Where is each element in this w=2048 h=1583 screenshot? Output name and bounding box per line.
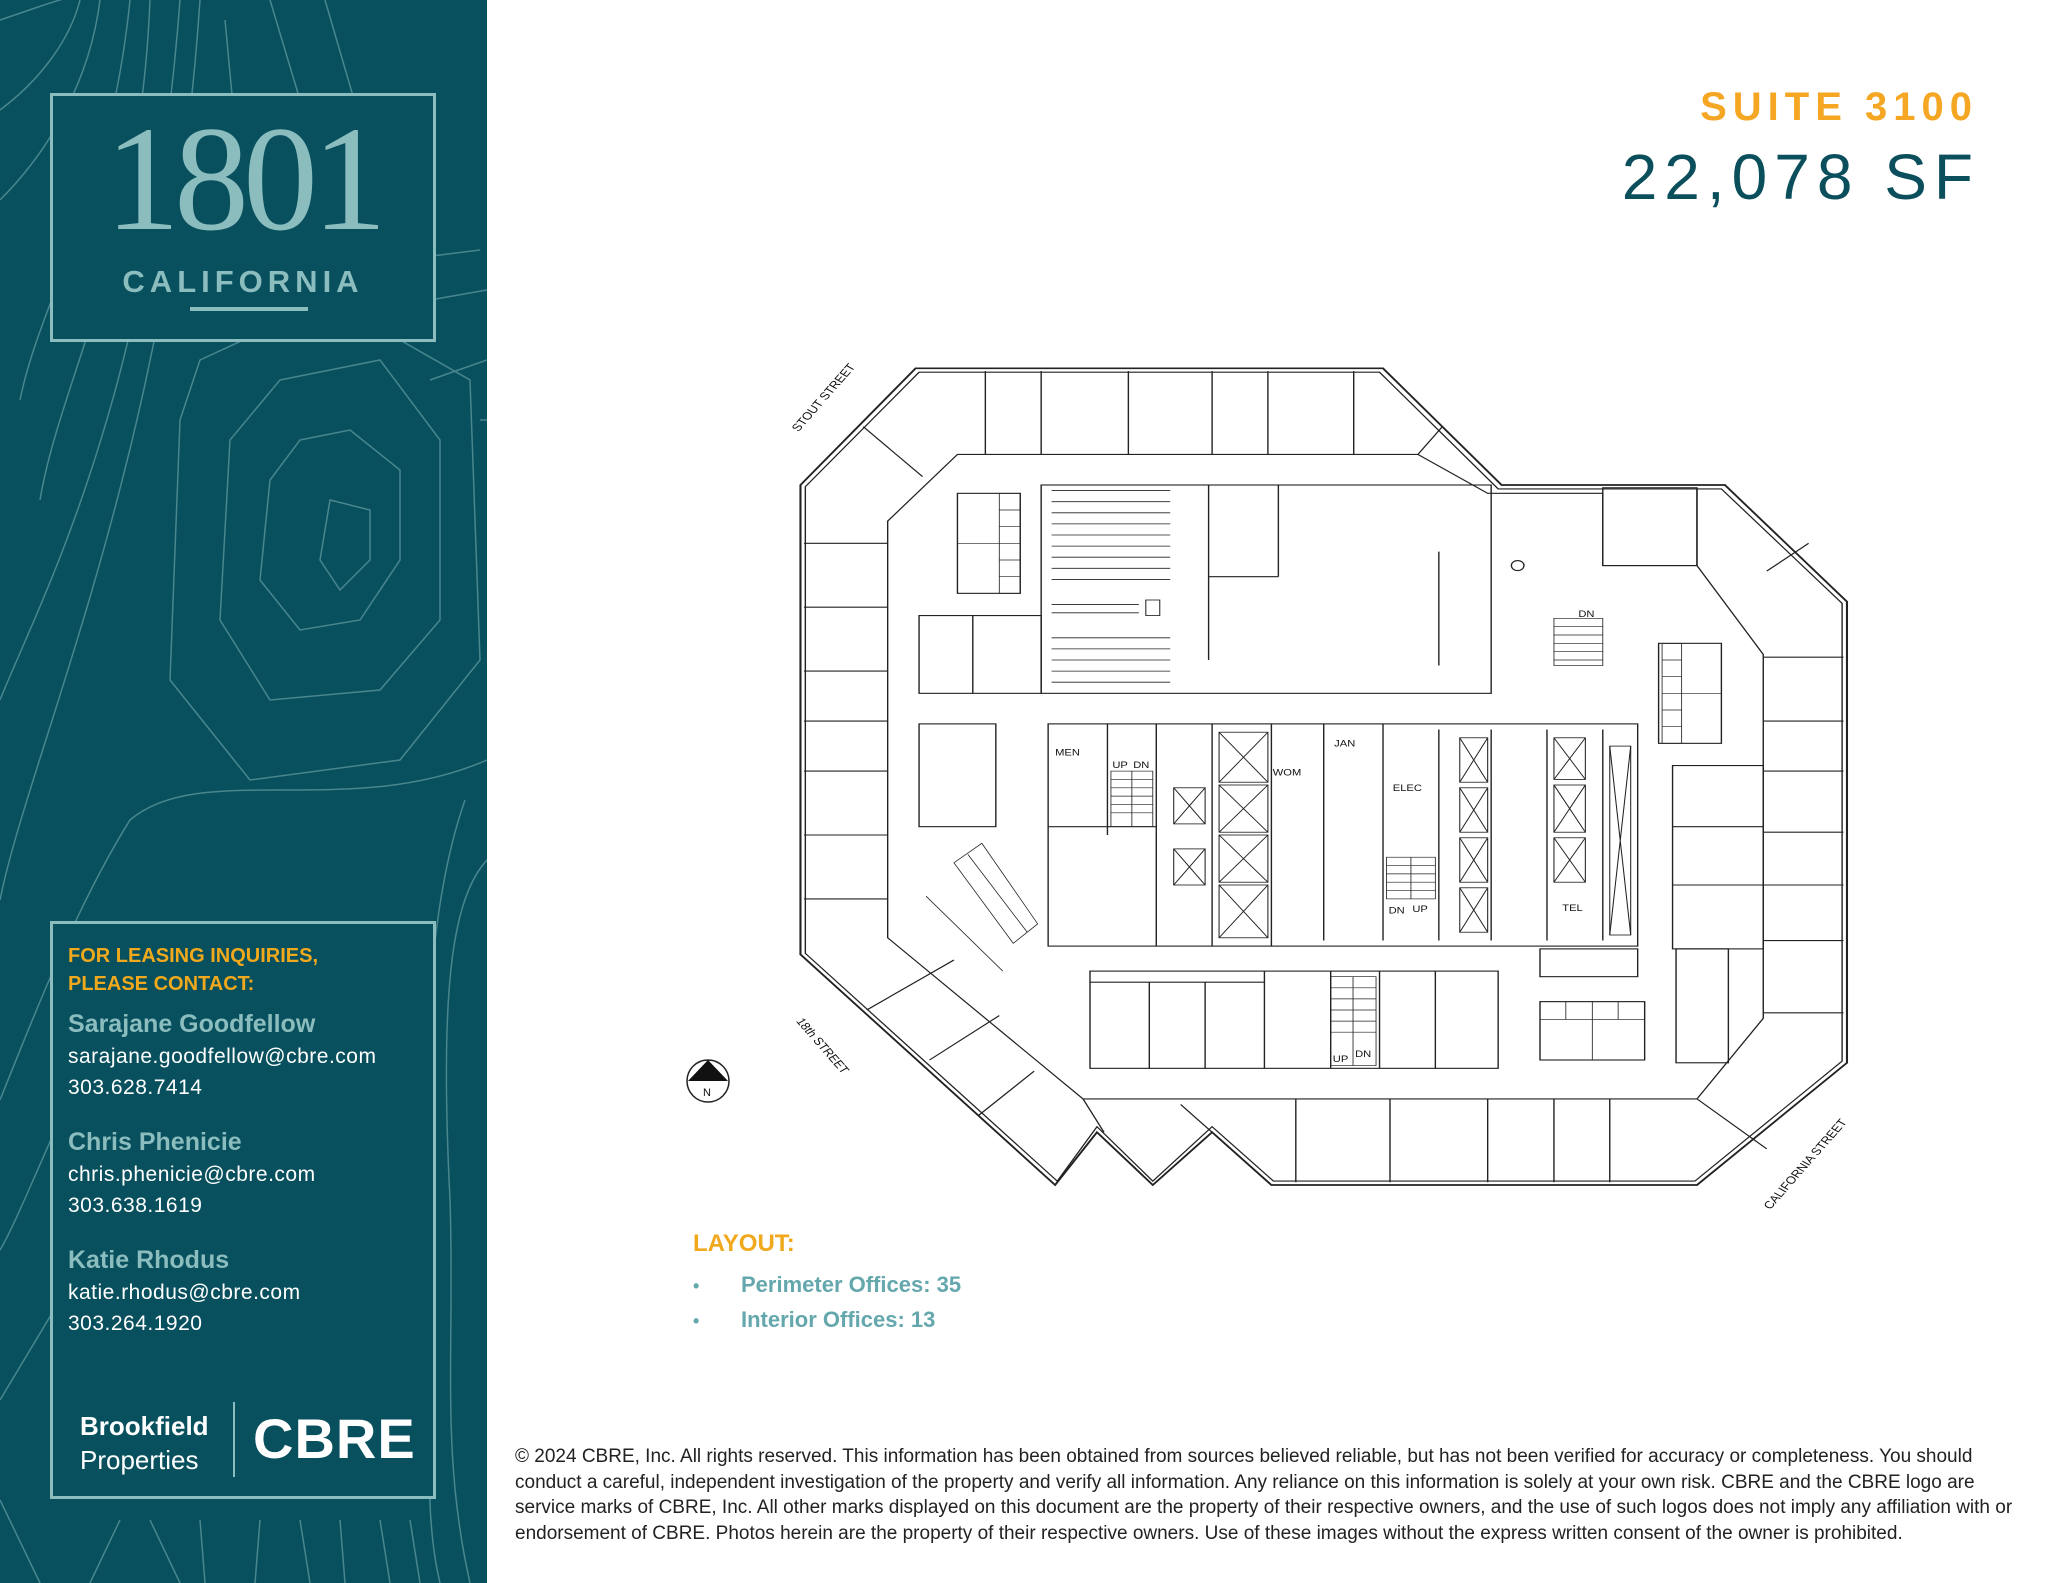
street-label-california: CALIFORNIA STREET: [1760, 1116, 1850, 1211]
contact-name: Chris Phenicie: [68, 1128, 242, 1156]
bullet-icon: •: [693, 1311, 700, 1331]
contact-phone[interactable]: 303.628.7414: [68, 1076, 203, 1099]
stair-label-dn: DN: [1355, 1050, 1371, 1060]
building-outline-inner: [804, 371, 1843, 1183]
stair-label-dn: DN: [1578, 610, 1594, 620]
logo-divider: [233, 1402, 235, 1477]
stair-label-up: UP: [1333, 1055, 1349, 1065]
elevator-shafts: [1173, 731, 1632, 939]
contact-email[interactable]: chris.phenicie@cbre.com: [68, 1163, 316, 1186]
contact-heading-line2: PLEASE CONTACT:: [68, 973, 255, 995]
room-labels: MEN UP DN WOM JAN ELEC DN UP TEL DN UP D…: [1055, 610, 1594, 1065]
contact-phone[interactable]: 303.638.1619: [68, 1194, 203, 1217]
layout-heading: LAYOUT:: [693, 1230, 795, 1257]
contact-heading-line1: FOR LEASING INQUIRIES,: [68, 945, 319, 967]
layout-item: • Perimeter Offices: 35: [693, 1268, 961, 1303]
perimeter-office-walls: [803, 371, 1844, 1183]
room-label-tel: TEL: [1562, 904, 1583, 914]
legal-disclaimer: © 2024 CBRE, Inc. All rights reserved. T…: [515, 1446, 2013, 1544]
building-outline: [799, 367, 1849, 1187]
contact-person: Chris Phenicie chris.phenicie@cbre.com 3…: [68, 1125, 316, 1221]
logo-word: CALIFORNIA: [122, 264, 364, 299]
room-label-elec: ELEC: [1393, 784, 1422, 794]
contact-name: Sarajane Goodfellow: [68, 1010, 316, 1038]
room-label-men: MEN: [1055, 749, 1080, 759]
cbre-logo: CBRE: [253, 1407, 416, 1470]
north-label: N: [703, 1087, 711, 1099]
sidebar: 1801 CALIFORNIA FOR LEASING INQUIRIES, P…: [0, 0, 487, 1583]
logo-underline: [190, 307, 308, 311]
layout-item-text: Perimeter Offices: 35: [741, 1272, 962, 1297]
suite-number: SUITE 3100: [1700, 85, 1978, 129]
building-logo: 1801 CALIFORNIA: [50, 93, 436, 342]
contact-person: Sarajane Goodfellow sarajane.goodfellow@…: [68, 1007, 376, 1103]
north-arrow-icon: N: [686, 1059, 730, 1103]
contact-email[interactable]: sarajane.goodfellow@cbre.com: [68, 1045, 377, 1068]
room-label-wom: WOM: [1273, 769, 1301, 779]
room-label-jan: JAN: [1334, 740, 1355, 750]
stairwells: [1110, 618, 1604, 1066]
logo-number: 1801: [105, 96, 387, 262]
brookfield-properties-logo: Brookfield Properties: [80, 1409, 209, 1477]
contact-phone[interactable]: 303.264.1920: [68, 1312, 203, 1335]
suite-area: 22,078 SF: [1621, 141, 1980, 213]
column-marker: [1510, 560, 1525, 572]
brookfield-wordmark: Brookfield: [80, 1411, 209, 1441]
stair-label-up: UP: [1412, 905, 1428, 915]
layout-item: • Interior Offices: 13: [693, 1303, 961, 1338]
layout-list: • Perimeter Offices: 35 • Interior Offices…: [693, 1268, 961, 1338]
contact-person: Katie Rhodus katie.rhodus@cbre.com 303.2…: [68, 1243, 301, 1339]
contact-email[interactable]: katie.rhodus@cbre.com: [68, 1281, 301, 1304]
stair-label-up: UP: [1112, 761, 1128, 771]
corridor-loop: [886, 453, 1764, 1100]
properties-wordmark: Properties: [80, 1445, 199, 1475]
bullet-icon: •: [693, 1276, 700, 1296]
layout-item-text: Interior Offices: 13: [741, 1307, 936, 1332]
street-label-stout: STOUT STREET: [790, 361, 859, 434]
building-core: [1047, 618, 1639, 1066]
contact-heading: FOR LEASING INQUIRIES, PLEASE CONTACT:: [68, 942, 318, 998]
stair-label-dn: DN: [1389, 906, 1405, 916]
contact-name: Katie Rhodus: [68, 1246, 230, 1274]
street-label-18th: 18th STREET: [793, 1016, 853, 1077]
striped-bench-area: [1051, 490, 1171, 683]
stair-label-dn: DN: [1133, 761, 1149, 771]
interior-rooms: [918, 484, 1764, 1069]
workstation-clusters: [925, 493, 1722, 1060]
floor-plan: MEN UP DN WOM JAN ELEC DN UP TEL DN UP D…: [790, 361, 1851, 1212]
leasing-contact-box: FOR LEASING INQUIRIES, PLEASE CONTACT: S…: [50, 921, 436, 1499]
